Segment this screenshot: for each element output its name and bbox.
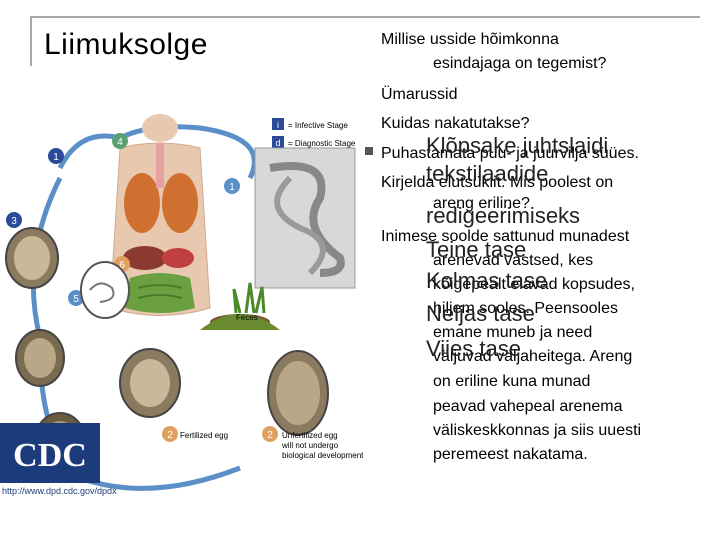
svg-text:d: d (275, 138, 280, 148)
legend-infective: = Infective Stage (288, 121, 348, 130)
svg-text:3: 3 (11, 216, 17, 227)
placeholder-line-2: tekstilaadide (426, 161, 549, 186)
answer-1: Ümarussid (381, 86, 458, 103)
svg-text:CDC: CDC (13, 437, 87, 474)
feces-scene: Feces (200, 282, 280, 330)
svg-text:i: i (277, 120, 279, 130)
answer-3-line-3: kõigepealt elavad kopsudes, (433, 276, 635, 293)
placeholder-line-1: Klõpsake juhtslaidi (426, 133, 609, 158)
fertilized-egg-label: Fertilized egg (180, 431, 228, 440)
question-1-line-2: esindajaga on tegemist? (433, 55, 607, 72)
answer-3-line-5: emane muneb ja need (433, 324, 593, 341)
svg-text:2: 2 (267, 430, 273, 441)
question-3-line-2: areng eriline? (433, 195, 530, 212)
answer-3-line-7: on eriline kuna munad (433, 373, 591, 390)
question-2: Kuidas nakatutakse? (381, 115, 530, 132)
question-3-line-1: Kirjelda elutsüklit. Mis poolest on (381, 174, 614, 191)
placeholder-line-3: redigeerimiseks (426, 203, 581, 228)
egg-stages (5, 227, 329, 474)
cdc-logo: CDC (0, 423, 100, 483)
legend-diagnostic: = Diagnostic Stage (288, 139, 356, 148)
placeholder-line-5: Kolmas tase (426, 268, 548, 293)
svg-text:6: 6 (119, 260, 125, 271)
cdc-url[interactable]: http://www.dpd.cdc.gov/dpdx (2, 486, 117, 496)
svg-text:2: 2 (167, 430, 173, 441)
answer-3-line-9: väliskeskkonnas ja siis uuesti (433, 422, 642, 439)
answer-3-line-6: väljuvad väljaheitega. Areng (433, 348, 633, 365)
title-rule (30, 16, 360, 18)
svg-text:4: 4 (117, 137, 123, 148)
feces-label: Feces (236, 313, 258, 322)
top-rule (360, 16, 700, 18)
unfertilized-egg-label-3: biological development (282, 451, 364, 460)
human-figure (109, 114, 211, 316)
adult-worms-panel (254, 147, 356, 289)
unfertilized-egg-label-1: Unfertilized egg (282, 431, 338, 440)
legend: i = Infective Stage d = Diagnostic Stage (272, 118, 356, 148)
placeholder-line-4: Teine tase (426, 237, 527, 262)
svg-text:1: 1 (229, 182, 235, 193)
answer-3-line-10: peremeest nakatama. (433, 446, 588, 463)
ascaris-life-cycle-diagram: i = Infective Stage d = Diagnostic Stage… (0, 114, 364, 491)
bullet-marker (365, 147, 373, 155)
answer-3-line-1: Inimese soolde sattunud munadest (381, 228, 630, 245)
step-markers: 4 1 3 6 5 1 2 2 (6, 133, 278, 442)
answer-3-line-2: arenevad vastsed, kes (433, 252, 594, 269)
svg-text:5: 5 (73, 294, 79, 305)
title-side-rule (30, 16, 32, 66)
slide-title: Liimuksolge (44, 28, 208, 61)
answer-3-line-4: hiljem sooles. Peensooles (433, 300, 618, 317)
question-1-line-1: Millise usside hõimkonna (381, 31, 559, 48)
placeholder-line-7: Viies tase (426, 336, 521, 361)
unfertilized-egg-label-2: will not undergo (281, 441, 339, 450)
answer-2: Puhastamata puu- ja juurvilja süües. (381, 145, 639, 162)
svg-text:1: 1 (53, 152, 59, 163)
placeholder-line-6: Neljas tase (426, 301, 535, 326)
answer-3-line-8: peavad vahepeal arenema (433, 398, 623, 415)
